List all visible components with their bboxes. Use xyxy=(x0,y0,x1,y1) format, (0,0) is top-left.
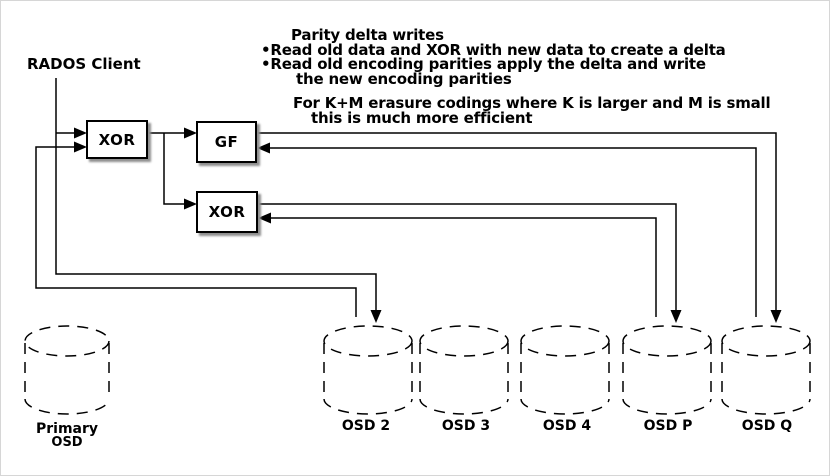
annotation-note-2: this is much more efficient xyxy=(311,108,533,127)
arrowhead-right xyxy=(184,127,197,139)
edge-osdp-read-to-xor2 xyxy=(258,212,657,317)
edge-client-to-xor xyxy=(56,127,87,139)
arrowhead-left xyxy=(257,142,270,154)
annotation-bullet-2-cont: the new encoding parities xyxy=(296,69,512,88)
annotation-bullet-1: •Read old data and XOR with new data to … xyxy=(261,40,726,59)
edge-xor-delta-to-gf xyxy=(148,127,197,139)
xor-parity-box: XOR xyxy=(196,191,258,233)
edge-client-write-osd2 xyxy=(55,78,382,323)
arrowhead-down xyxy=(670,310,682,323)
arrowhead-right xyxy=(184,198,197,210)
osd3-label: OSD 3 xyxy=(441,418,491,434)
edge-xor2-write-to-osdp xyxy=(258,203,682,323)
cylinder-osd2 xyxy=(323,325,413,415)
arrowhead-right xyxy=(74,141,87,153)
xor-delta-box-label: XOR xyxy=(98,130,136,149)
gf-box-label: GF xyxy=(214,133,239,151)
annotation-bullet-2: •Read old encoding parities apply the de… xyxy=(261,55,706,73)
annotation-parity-delta: Parity delta writes •Read old data and X… xyxy=(261,28,726,86)
rados-client-label: RADOS Client xyxy=(27,55,141,73)
cylinder-osd4 xyxy=(520,325,610,415)
annotation-note-1: For K+M erasure codings where K is large… xyxy=(293,94,771,112)
osd2-label: OSD 2 xyxy=(341,418,391,434)
edge-gf-write-to-osdq xyxy=(257,132,782,323)
xor-parity-box-label: XOR xyxy=(208,203,246,221)
cylinder-osdp xyxy=(622,325,712,415)
edge-osd2-read-to-xor xyxy=(35,141,357,317)
xor-delta-box: XOR xyxy=(86,120,148,159)
arrowhead-down xyxy=(370,310,382,323)
primary-osd-label: Primary OSD xyxy=(22,422,112,449)
arrowhead-right xyxy=(74,127,87,139)
cylinder-osd3 xyxy=(419,325,509,415)
arrowhead-down xyxy=(770,310,782,323)
osdq-label: OSD Q xyxy=(741,418,793,434)
primary-osd-label-line2: OSD xyxy=(51,435,83,450)
arrowhead-left xyxy=(258,212,271,224)
cylinder-primary-osd xyxy=(24,325,110,415)
annotation-title: Parity delta writes xyxy=(291,26,444,44)
edge-osdq-read-to-gf xyxy=(257,142,757,317)
osd4-label: OSD 4 xyxy=(542,418,592,434)
primary-osd-label-line1: Primary xyxy=(35,421,99,437)
annotation-km-note: For K+M erasure codings where K is large… xyxy=(293,94,771,127)
edge-delta-branch-to-xor2 xyxy=(163,133,197,210)
cylinder-osdq xyxy=(721,325,811,415)
gf-box: GF xyxy=(196,121,257,163)
osdp-label: OSD P xyxy=(643,418,693,434)
